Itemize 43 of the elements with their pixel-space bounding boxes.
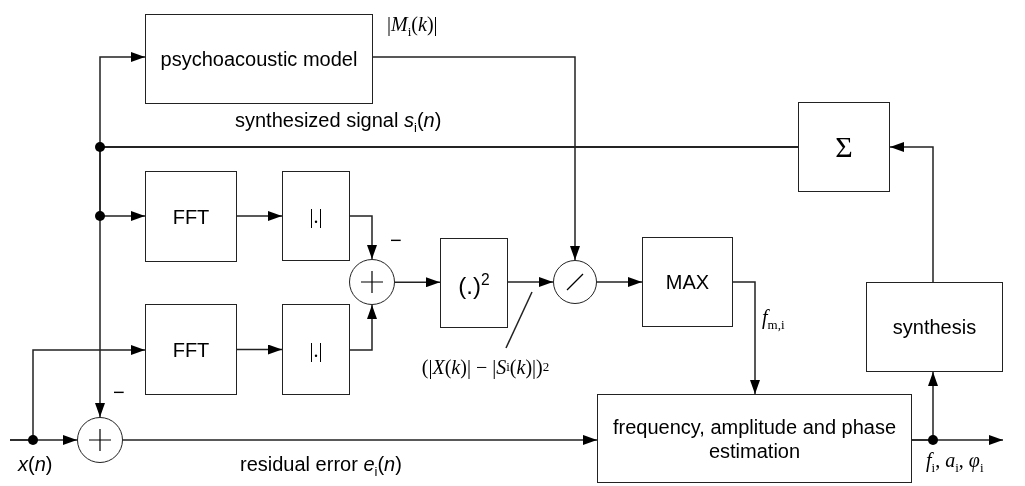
arrow <box>9 345 146 441</box>
arrow <box>349 215 377 260</box>
edge-label: residual error e$_{i}$(n) <box>240 452 402 481</box>
arrow <box>95 146 799 418</box>
process-box <box>642 237 733 327</box>
process-box <box>282 304 350 395</box>
arrow <box>911 371 938 441</box>
box-label: psychoacoustic model <box>160 47 358 71</box>
arrow <box>596 277 643 287</box>
box-label: |.| <box>309 204 323 228</box>
edge-label: synthesized signal s$_{i}$(n) <box>235 108 442 137</box>
signal-label: x(n) <box>18 452 53 476</box>
box-label: FFT <box>172 337 210 362</box>
process-box <box>866 282 1003 372</box>
sign-label: − <box>390 228 402 252</box>
process-box <box>145 304 237 395</box>
process-box <box>440 238 508 328</box>
arrow <box>349 304 377 351</box>
process-box <box>145 171 237 262</box>
box-label: |.| <box>309 337 323 362</box>
arrow <box>122 434 598 445</box>
box-label: (.)$^{2}$ <box>458 270 490 298</box>
box-label: Σ <box>835 135 853 159</box>
summation-box <box>798 102 890 192</box>
arrow <box>394 277 441 288</box>
box-label: FFT <box>172 204 210 229</box>
arrow <box>236 344 283 355</box>
arrow <box>889 142 934 283</box>
box-label: synthesis <box>892 315 977 339</box>
arrow <box>732 281 760 395</box>
box-label: frequency, amplitude and phase estimation <box>611 414 898 463</box>
leader-line <box>505 291 533 349</box>
arrow <box>372 56 580 261</box>
arrow <box>507 277 554 287</box>
edge-label: f$_{m,i}$ <box>762 305 785 334</box>
process-box <box>145 14 373 104</box>
edge-label: |M$_{i}$(k)| <box>387 12 438 41</box>
box-label: MAX <box>665 270 710 294</box>
arrow <box>236 211 283 221</box>
process-box <box>597 394 912 483</box>
process-box <box>282 171 350 261</box>
sign-label: − <box>113 380 125 404</box>
edge-label: f$_{i}$, a$_{i}$, φ$_{i}$ <box>926 448 984 477</box>
